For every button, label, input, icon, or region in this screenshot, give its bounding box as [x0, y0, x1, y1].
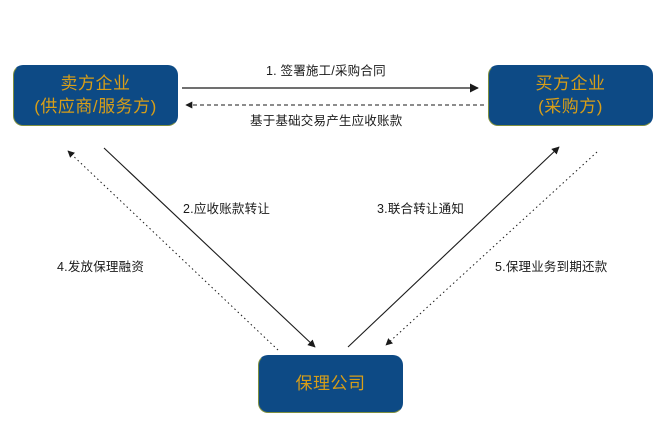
edge-label-repayment: 5.保理业务到期还款	[495, 260, 608, 274]
edge-line-assignment	[103, 147, 316, 348]
node-seller-line1: 卖方企业	[60, 73, 131, 93]
node-factoring-company[interactable]: 保理公司	[258, 355, 403, 413]
edge-label-notice: 3.联合转让通知	[377, 202, 465, 216]
edge-label-financing: 4.发放保理融资	[57, 260, 145, 274]
edge-label-receivable: 基于基础交易产生应收账款	[250, 114, 403, 128]
node-seller-line2: (供应商/服务方)	[34, 96, 157, 116]
node-seller[interactable]: 卖方企业 (供应商/服务方)	[13, 65, 178, 126]
node-buyer-line1: 买方企业	[535, 73, 606, 93]
edge-label-contract: 1. 签署施工/采购合同	[266, 64, 386, 78]
edge-line-repayment	[385, 151, 598, 346]
edge-line-notice	[347, 146, 560, 348]
node-buyer[interactable]: 买方企业 (采购方)	[488, 65, 653, 126]
edge-label-assignment: 2.应收账款转让	[183, 202, 271, 216]
edge-line-financing	[67, 150, 279, 351]
node-factoring-company-line1: 保理公司	[295, 373, 366, 393]
node-buyer-line2: (采购方)	[538, 96, 603, 116]
